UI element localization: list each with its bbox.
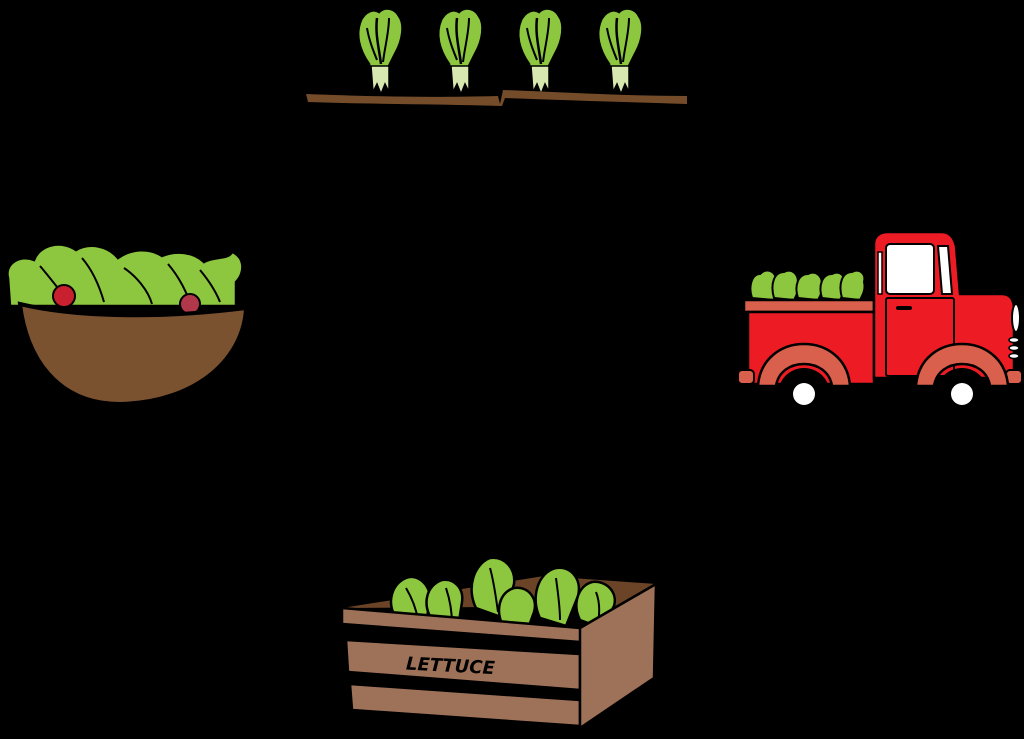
headlight bbox=[1011, 303, 1021, 333]
tomato-1 bbox=[52, 284, 76, 308]
crate-side bbox=[578, 581, 658, 731]
lettuce-plant-4 bbox=[596, 7, 644, 96]
crate-label: LETTUCE bbox=[405, 654, 496, 680]
rear-bumper bbox=[737, 369, 755, 385]
salad-leaves bbox=[6, 243, 244, 308]
crate-gap-2 bbox=[348, 672, 580, 698]
lettuce-plant-3 bbox=[516, 7, 564, 96]
crate-gap-1 bbox=[342, 624, 580, 652]
truck-rear-window bbox=[936, 245, 954, 295]
red-truck bbox=[736, 230, 1024, 425]
salad-bowl bbox=[0, 236, 260, 411]
door-handle bbox=[896, 306, 912, 310]
soil-line bbox=[306, 90, 687, 106]
lettuce-crate: LETTUCE bbox=[334, 548, 664, 738]
front-wheel bbox=[936, 368, 988, 420]
rear-wheel bbox=[778, 368, 830, 420]
front-fender bbox=[914, 342, 1010, 388]
rear-fender bbox=[756, 342, 852, 388]
lettuce-plant-1 bbox=[356, 7, 404, 96]
lettuce-plant-2 bbox=[436, 7, 484, 96]
growing-lettuce-row bbox=[300, 0, 700, 110]
truck-window bbox=[885, 243, 935, 295]
grille bbox=[1008, 336, 1020, 360]
truck-lettuce-load bbox=[749, 269, 866, 302]
bowl-body bbox=[17, 301, 249, 407]
truck-bed-rim bbox=[742, 298, 876, 314]
